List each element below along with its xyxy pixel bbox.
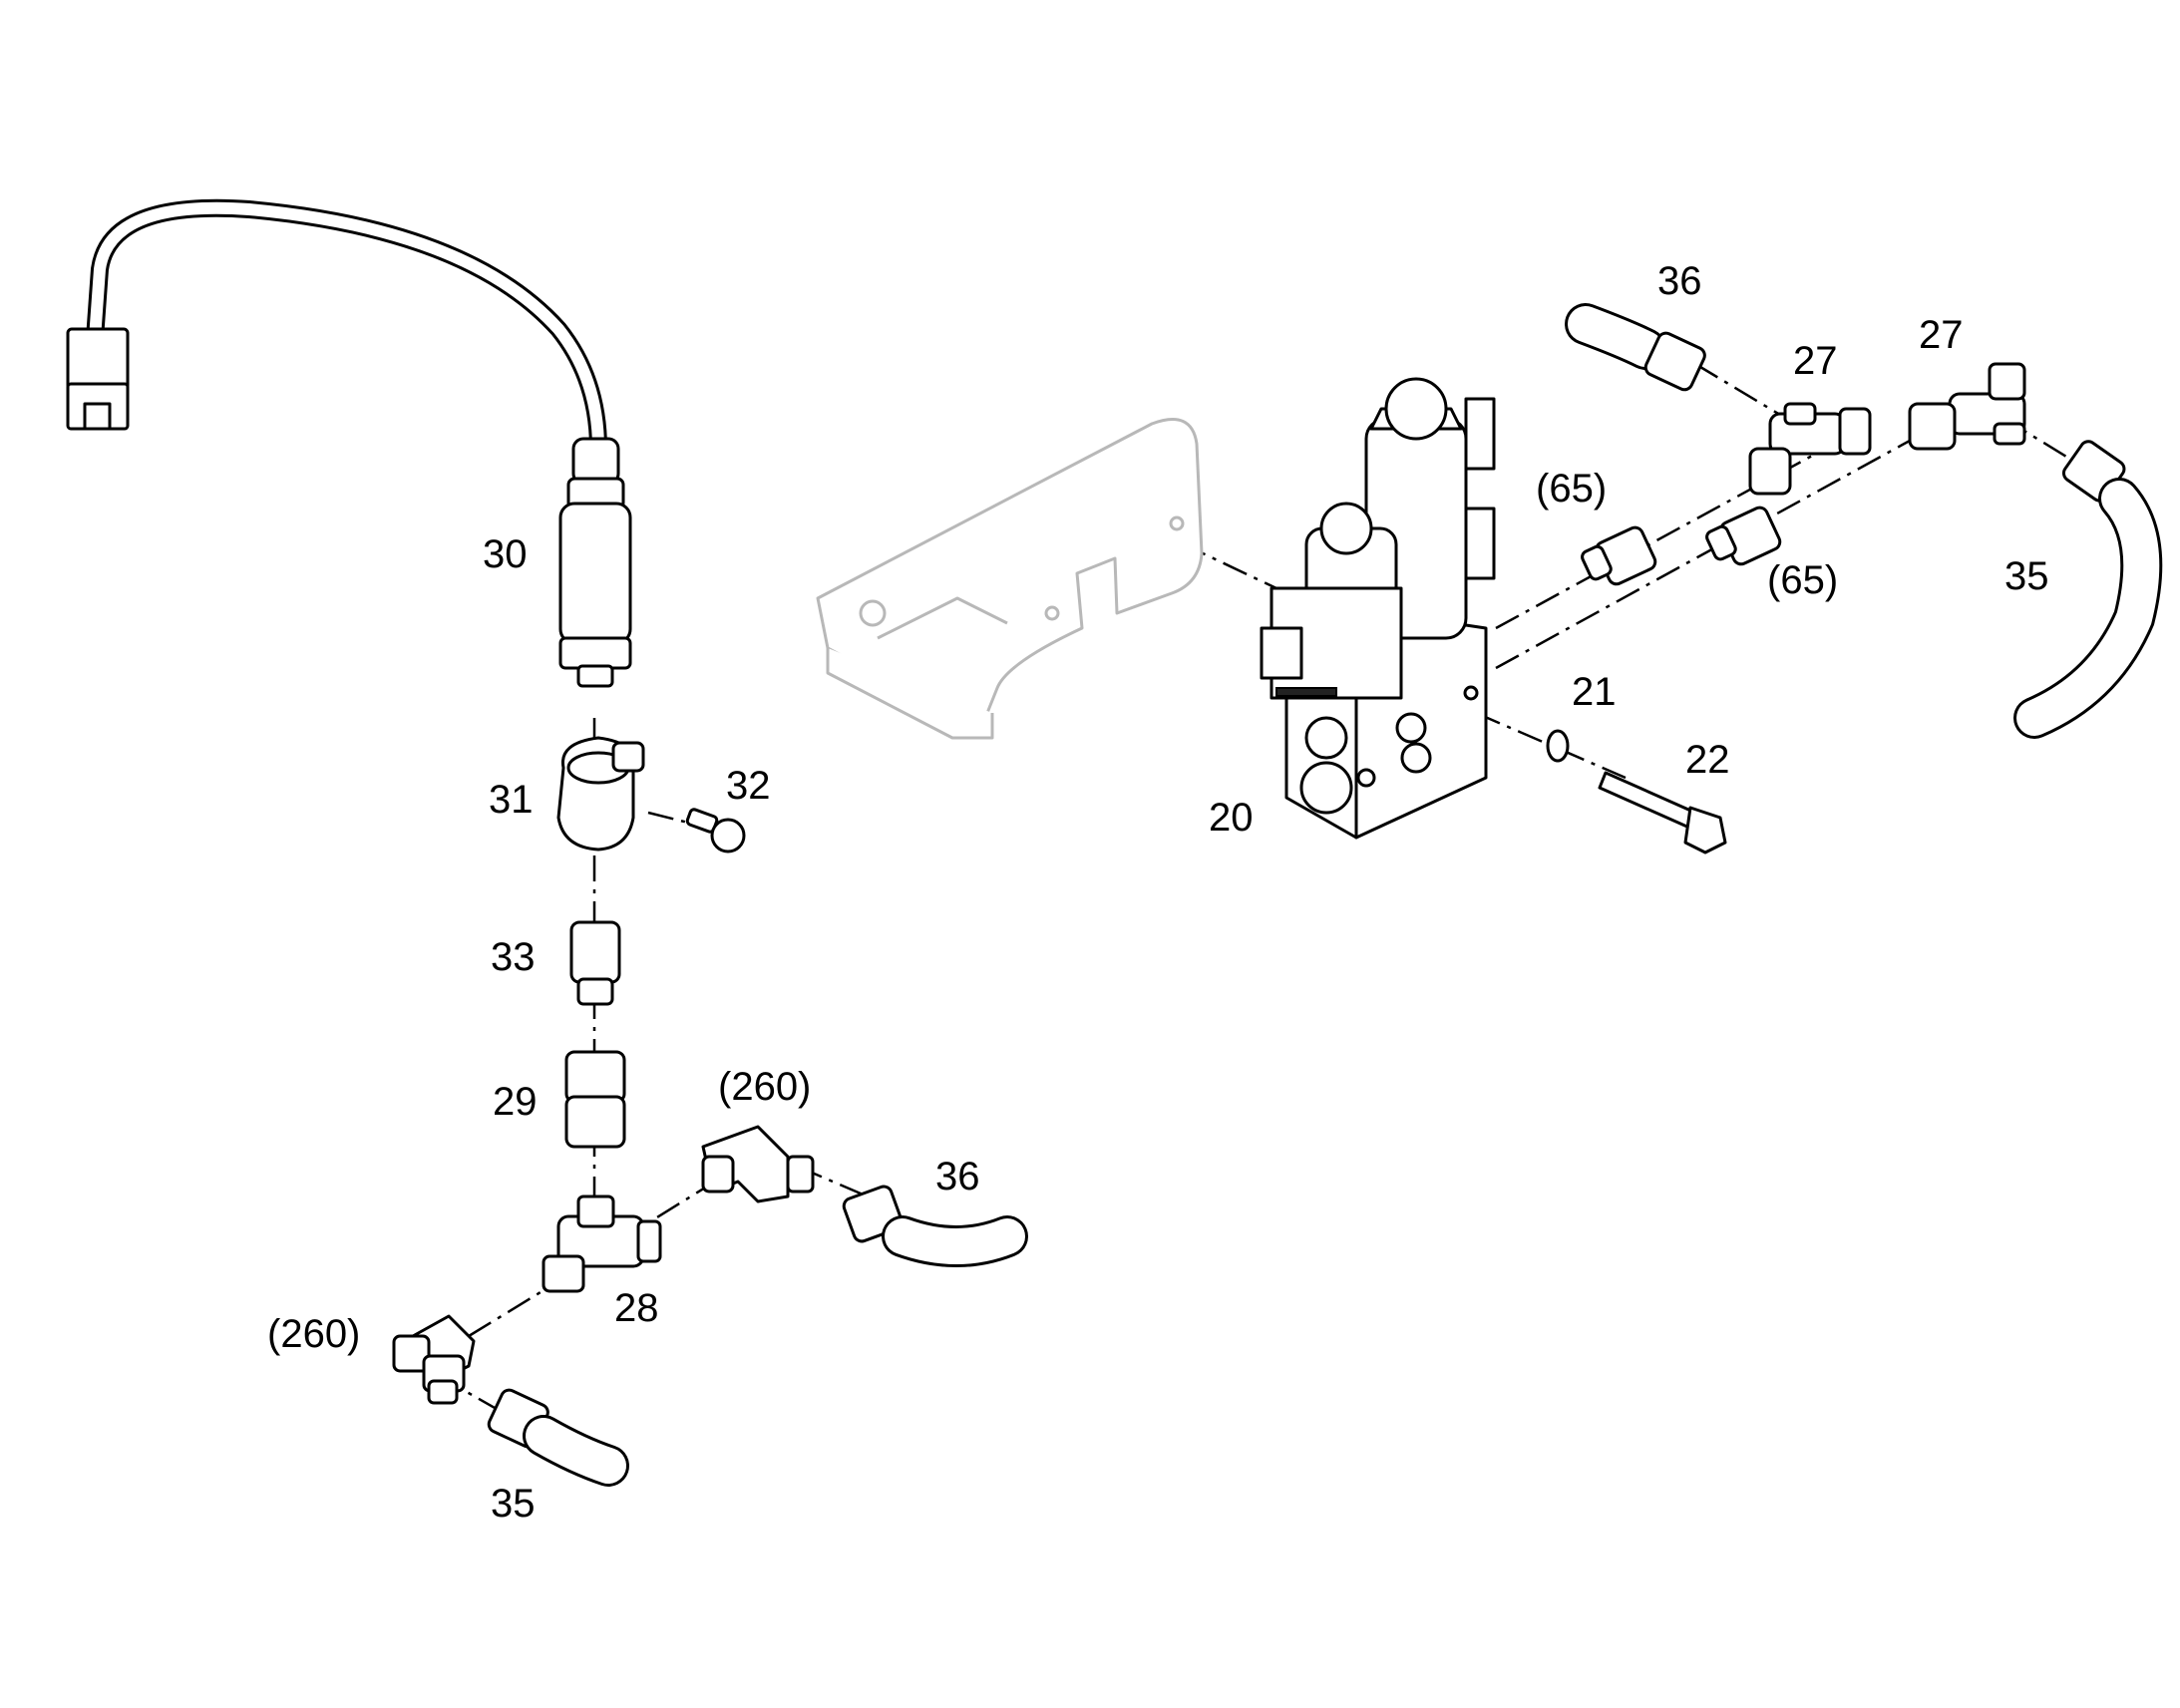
- screw-32: [685, 808, 746, 854]
- callout-260-upper: (260): [718, 1065, 812, 1109]
- callout-32: 32: [726, 764, 771, 808]
- tee-28: [542, 1195, 662, 1293]
- callout-29: 29: [493, 1080, 538, 1124]
- callout-30: 30: [483, 532, 528, 576]
- hose-36-upper: [1565, 303, 1706, 392]
- tee-27-b: [1908, 362, 2026, 451]
- hose-35-upper: [2013, 440, 2163, 739]
- adapter-65-b: [1705, 506, 1782, 566]
- elbow-260-lower: [392, 1314, 476, 1405]
- bolt-22: [1598, 771, 1727, 854]
- callout-65-a: (65): [1536, 467, 1608, 511]
- tee-27-a: [1748, 402, 1872, 496]
- mounting-bracket: [816, 418, 1204, 740]
- callout-31: 31: [489, 778, 534, 822]
- callout-21: 21: [1572, 670, 1617, 714]
- hose-35-lower: [487, 1388, 629, 1487]
- callout-20: 20: [1209, 796, 1254, 840]
- hose-36-lower: [842, 1185, 1028, 1267]
- callout-22: 22: [1685, 738, 1730, 782]
- callout-35-upper: 35: [2004, 554, 2049, 598]
- leader-lines: [438, 362, 2095, 1418]
- elbow-260-upper: [701, 1125, 815, 1203]
- valve-block: [1260, 377, 1496, 840]
- washer-21: [1546, 729, 1570, 763]
- callout-65-b: (65): [1767, 558, 1839, 602]
- callout-27-b: 27: [1919, 313, 1964, 357]
- adapter-65-a: [1581, 525, 1657, 586]
- clamp-31: [556, 736, 645, 852]
- callout-27-a: 27: [1793, 339, 1838, 383]
- union-29: [564, 1050, 626, 1149]
- callout-260-lower: (260): [267, 1312, 361, 1356]
- fitting-33: [569, 920, 621, 1006]
- callout-36-lower: 36: [935, 1155, 980, 1198]
- sensor-30: [66, 198, 632, 688]
- callout-35-lower: 35: [491, 1482, 536, 1526]
- callout-33: 33: [491, 935, 536, 979]
- callout-36-upper: 36: [1657, 259, 1702, 303]
- callout-28: 28: [614, 1286, 659, 1330]
